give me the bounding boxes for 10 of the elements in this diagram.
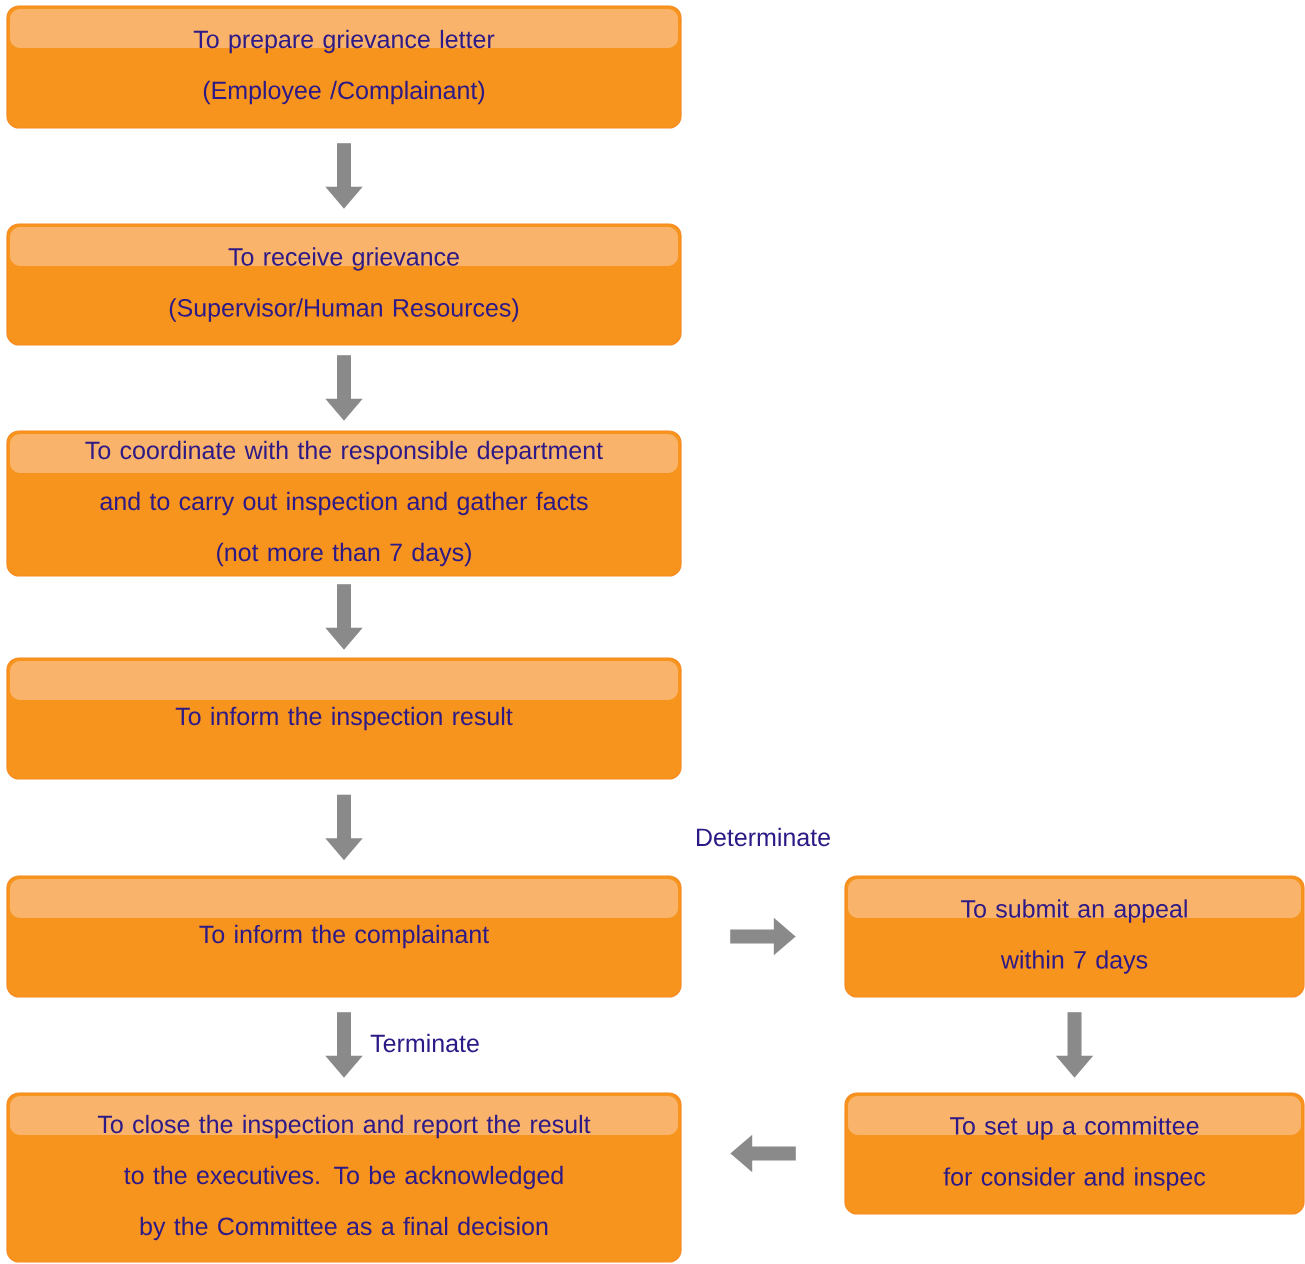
- process-box: To set up a committee for consider and inspec: [844, 1092, 1305, 1215]
- process-box: To inform the inspection result: [6, 657, 682, 780]
- edge-label: Determinate: [697, 827, 830, 847]
- process-box: To coordinate with the responsible department and to carry out inspection and gather facts (not more than 7 days): [6, 430, 682, 577]
- process-box: To receive grievance (Supervisor/Human Resources): [6, 223, 682, 346]
- process-box: To prepare grievance letter (Employee /Complainant): [6, 5, 682, 129]
- edge-label: Terminate: [370, 1033, 479, 1053]
- process-box: To inform the complainant: [6, 875, 682, 998]
- process-box: To close the inspection and report the result to the executives. To be acknowledged by the Committee as a final decision: [6, 1092, 682, 1263]
- process-box: To submit an appeal within 7 days: [844, 875, 1305, 998]
